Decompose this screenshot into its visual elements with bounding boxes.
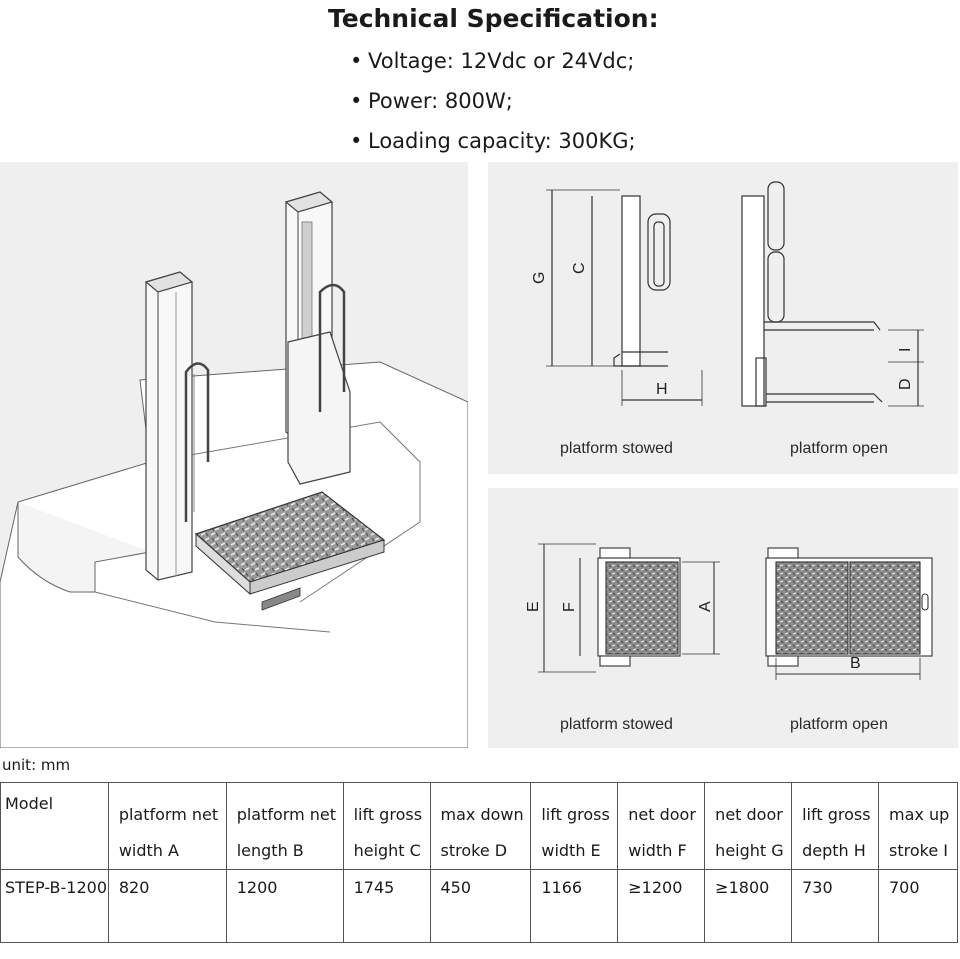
spec-item-text: Loading capacity: 300KG;	[368, 129, 636, 153]
header-line: max up	[889, 805, 950, 824]
top-view-diagram: E F A B platform stowed platform open	[488, 488, 958, 748]
dim-label-f: F	[561, 602, 578, 612]
header-line: width A	[118, 841, 179, 860]
cell-value: 1745	[353, 878, 395, 897]
table-header-cell: lift gross height C	[342, 782, 431, 870]
header-line: width F	[628, 841, 687, 860]
header-line: net door	[715, 805, 783, 824]
cell-value: ≥1800	[715, 878, 770, 897]
spec-list: •Voltage: 12Vdc or 24Vdc; •Power: 800W; …	[350, 44, 636, 164]
table-header-row: Model platform net width A platform net le…	[0, 782, 958, 870]
spec-item: •Power: 800W;	[350, 84, 636, 124]
header-line: lift gross	[802, 805, 871, 824]
cell-value: 820	[118, 878, 150, 897]
dim-label-c: C	[571, 262, 588, 274]
table-cell: 730	[791, 869, 879, 943]
dim-label-d: D	[897, 378, 914, 390]
table-header-cell: net door width F	[617, 782, 706, 870]
dim-label-g: G	[531, 272, 548, 284]
spec-item-text: Power: 800W;	[368, 89, 513, 113]
table-header-cell: platform net length B	[225, 782, 344, 870]
header-line: stroke D	[440, 841, 508, 860]
cell-value: ≥1200	[628, 878, 683, 897]
dim-label-e: E	[525, 601, 542, 612]
header-line: Model	[5, 794, 54, 813]
cell-value: 730	[802, 878, 833, 897]
header-line: width E	[541, 841, 601, 860]
cell-value: 700	[889, 878, 920, 897]
bullet-icon: •	[350, 89, 363, 113]
cell-value: STEP-B-1200	[5, 878, 108, 897]
spec-table: Model platform net width A platform net le…	[0, 782, 958, 943]
spec-item: •Loading capacity: 300KG;	[350, 124, 636, 164]
dim-label-b: B	[850, 655, 861, 672]
table-cell: 820	[107, 869, 227, 943]
header-line: lift gross	[541, 805, 610, 824]
caption-top-open: platform open	[790, 716, 888, 733]
table-cell: 1745	[342, 869, 431, 943]
header-line: stroke I	[889, 841, 948, 860]
bullet-icon: •	[350, 49, 363, 73]
table-header-cell: max down stroke D	[429, 782, 532, 870]
header-line: platform net	[118, 805, 219, 824]
table-cell: 450	[429, 869, 532, 943]
side-view-drawing: G C H I D	[531, 181, 924, 407]
caption-side-stowed: platform stowed	[560, 440, 673, 457]
table-cell: ≥1200	[617, 869, 706, 943]
spec-item: •Voltage: 12Vdc or 24Vdc;	[350, 44, 636, 84]
table-cell: STEP-B-1200	[0, 869, 109, 943]
dim-label-h: H	[656, 381, 668, 398]
table-cell: 1166	[530, 869, 619, 943]
header-line: depth H	[802, 841, 866, 860]
table-row: STEP-B-1200 820 1200 1745 450 1166 ≥1200…	[0, 869, 958, 943]
table-header-cell: max up stroke I	[878, 782, 958, 870]
header-line: lift gross	[353, 805, 423, 824]
table-header-cell: net door height G	[704, 782, 793, 870]
caption-top-stowed: platform stowed	[560, 716, 673, 733]
header-line: height C	[353, 841, 421, 860]
caption-side-open: platform open	[790, 440, 888, 457]
header-line: height G	[715, 841, 784, 860]
header-line: max down	[440, 805, 524, 824]
cell-value: 1200	[236, 878, 278, 897]
table-cell: 700	[878, 869, 958, 943]
table-header-cell: lift gross width E	[530, 782, 619, 870]
dim-label-i: I	[897, 348, 914, 352]
table-header-cell: platform net width A	[107, 782, 227, 870]
cell-value: 1166	[541, 878, 583, 897]
side-view-diagram: G C H I D platform stowed platform open	[488, 162, 958, 474]
header-line: length B	[236, 841, 304, 860]
header-line: platform net	[236, 805, 337, 824]
lift-isometric-drawing	[0, 191, 468, 748]
dim-label-a: A	[697, 601, 714, 612]
table-cell: ≥1800	[704, 869, 793, 943]
top-view-drawing: E F A B	[525, 543, 933, 680]
unit-label: unit: mm	[2, 756, 71, 774]
table-cell: 1200	[225, 869, 344, 943]
spec-item-text: Voltage: 12Vdc or 24Vdc;	[368, 49, 635, 73]
spec-title: Technical Specification:	[328, 4, 659, 33]
header-line: net door	[628, 805, 696, 824]
bullet-icon: •	[350, 129, 363, 153]
table-header-cell: Model	[0, 782, 109, 870]
lift-isometric-illustration	[0, 162, 468, 748]
table-header-cell: lift gross depth H	[791, 782, 879, 870]
cell-value: 450	[440, 878, 472, 897]
